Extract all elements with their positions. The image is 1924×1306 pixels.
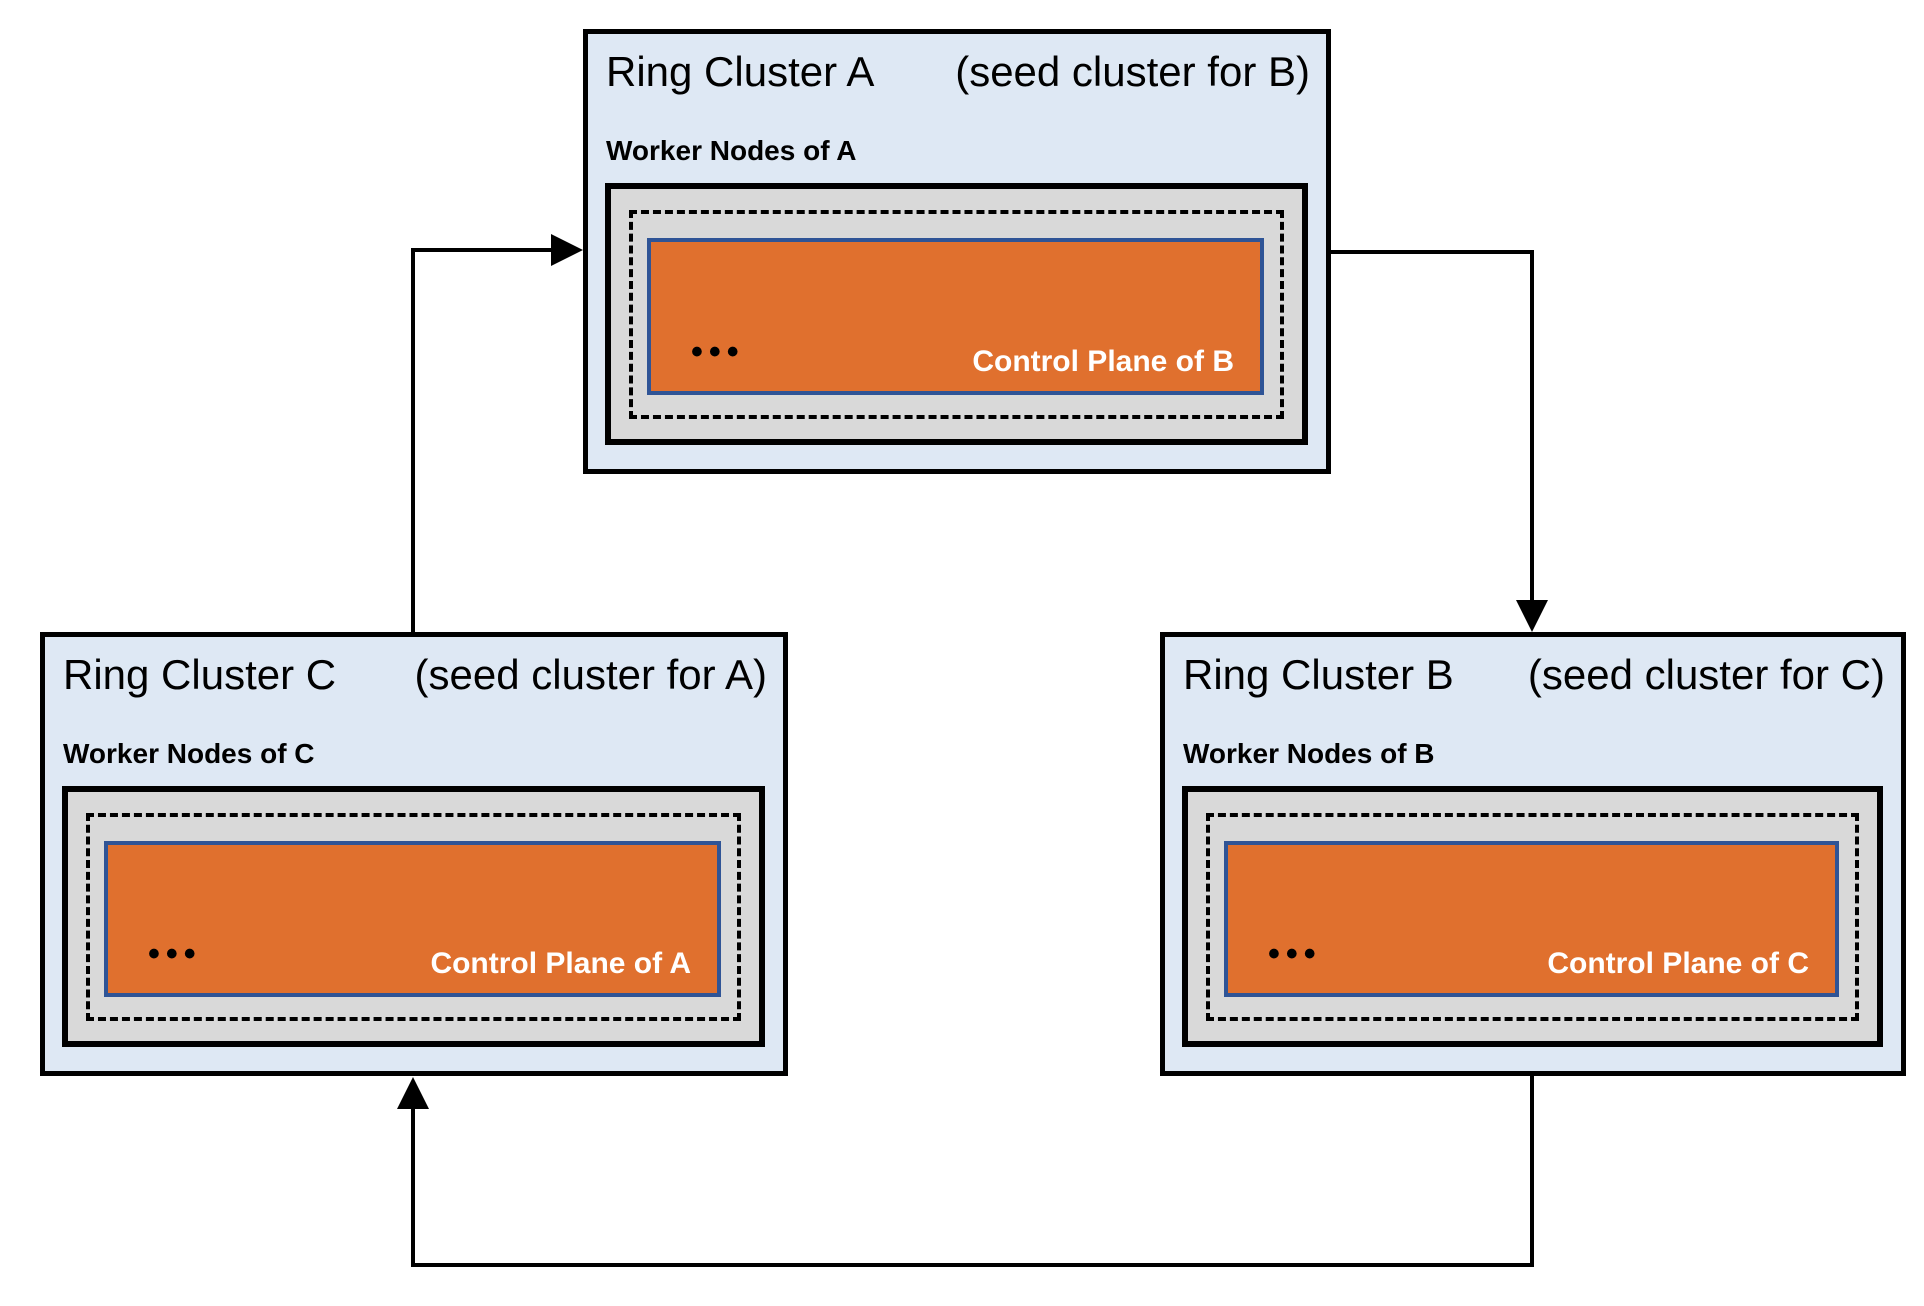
arrow-b-to-c-icon [397,1074,1534,1267]
cluster-c-box: Ring Cluster C (seed cluster for A) Work… [40,632,788,1076]
cluster-c-node-pool: ••• Control Plane of A [62,785,765,1047]
cluster-c-worker-nodes-label: Worker Nodes of C [63,737,315,769]
ellipsis-dots: ••• [148,935,202,973]
cluster-a-title-row: Ring Cluster A (seed cluster for B) [588,34,1326,99]
cluster-c-subtitle: (seed cluster for A) [414,651,767,698]
cluster-c-title: Ring Cluster C [63,651,337,698]
cluster-a-worker-nodes-label: Worker Nodes of A [606,134,857,166]
ellipsis-dots: ••• [1268,935,1322,973]
cluster-a-dashed-zone: ••• Control Plane of B [629,209,1284,419]
cluster-a-control-plane-label: Control Plane of B [972,345,1234,378]
cluster-a-box: Ring Cluster A (seed cluster for B) Work… [583,29,1331,474]
cluster-b-control-plane-label: Control Plane of C [1547,947,1809,980]
arrow-a-to-b-icon [1329,250,1548,632]
cluster-c-control-plane-box: ••• Control Plane of A [104,840,721,997]
cluster-b-box: Ring Cluster B (seed cluster for C) Work… [1160,632,1906,1076]
arrow-c-to-a-icon [411,234,583,634]
cluster-a-subtitle: (seed cluster for B) [955,48,1310,95]
cluster-b-worker-nodes-label: Worker Nodes of B [1183,737,1435,769]
cluster-b-node-pool: ••• Control Plane of C [1182,785,1883,1047]
cluster-b-dashed-zone: ••• Control Plane of C [1206,812,1859,1021]
cluster-a-node-pool: ••• Control Plane of B [605,182,1308,445]
cluster-a-title: Ring Cluster A [606,48,875,95]
cluster-c-control-plane-label: Control Plane of A [430,947,691,980]
cluster-c-title-row: Ring Cluster C (seed cluster for A) [45,637,783,702]
ellipsis-dots: ••• [691,333,745,371]
cluster-a-control-plane-box: ••• Control Plane of B [647,237,1264,395]
cluster-b-title: Ring Cluster B [1183,651,1454,698]
cluster-c-dashed-zone: ••• Control Plane of A [86,812,741,1021]
cluster-b-title-row: Ring Cluster B (seed cluster for C) [1165,637,1901,702]
cluster-b-control-plane-box: ••• Control Plane of C [1224,840,1839,997]
cluster-b-subtitle: (seed cluster for C) [1527,651,1885,698]
